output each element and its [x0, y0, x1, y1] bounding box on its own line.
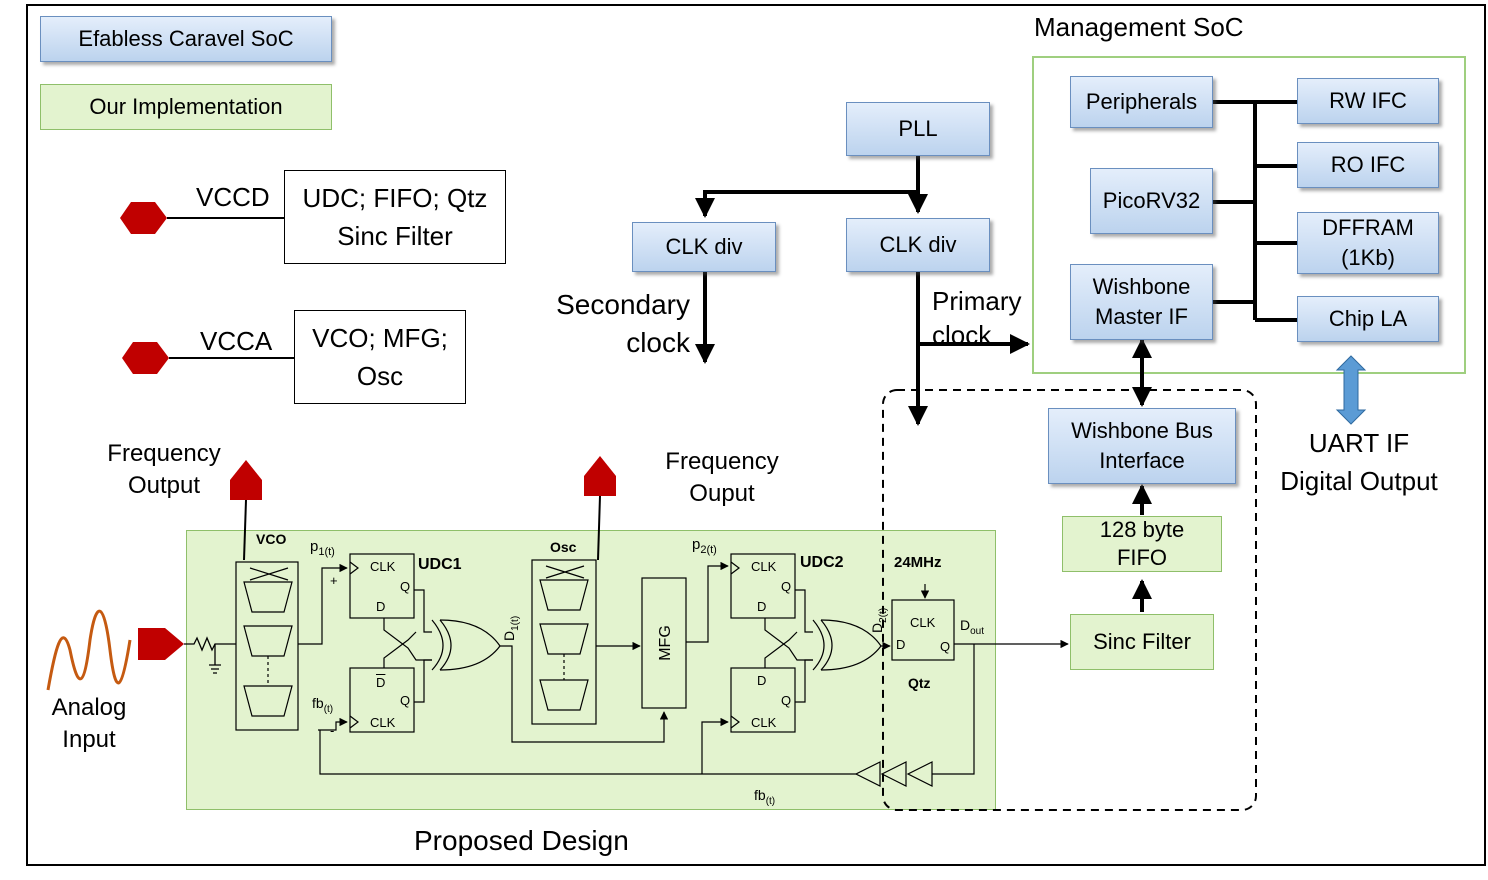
udc1-top-q: Q — [400, 579, 411, 594]
wishbone-master-block: Wishbone Master IF — [1070, 264, 1213, 340]
sinc-filter-block: Sinc Filter — [1070, 614, 1214, 670]
udc1-bot-dbar: D — [376, 675, 386, 690]
uart-label: UART IF Digital Output — [1280, 428, 1438, 496]
rw-ifc-block: RW IFC — [1297, 78, 1439, 124]
picorv32-block: PicoRV32 — [1090, 168, 1213, 234]
p1-label: p1(t) — [310, 538, 335, 558]
freq-out-pin-2 — [584, 456, 616, 496]
legend-our-implementation: Our Implementation — [40, 84, 332, 130]
frequency-output-label-1: Frequency Output — [107, 440, 221, 499]
figure-frame — [26, 4, 1486, 866]
clk-24mhz-label: 24MHz — [894, 554, 942, 571]
analog-sine — [46, 609, 132, 691]
qtz-clk: CLK — [910, 615, 936, 630]
fb-label-bottom: fb(t) — [754, 787, 776, 807]
vccd-domain-box: UDC; FIFO; Qtz Sinc Filter — [284, 170, 506, 264]
udc1-top-d: D — [376, 599, 386, 614]
udc1-label: UDC1 — [418, 556, 462, 573]
p1-plus: + — [330, 573, 338, 588]
d2-label: D2(t) — [869, 607, 889, 633]
osc-label: Osc — [550, 539, 577, 555]
uart-double-arrow — [1335, 355, 1367, 425]
clk-div-primary: CLK div — [846, 218, 990, 272]
udc1-top-clk: CLK — [370, 559, 396, 574]
fb-minus: - — [330, 723, 335, 738]
d1-label: D1(t) — [501, 615, 521, 641]
analog-input-label: Analog Input — [51, 694, 127, 753]
wishbone-bus-interface: Wishbone Bus Interface — [1048, 408, 1236, 484]
peripherals-block: Peripherals — [1070, 76, 1213, 128]
mfg-box — [641, 577, 687, 709]
p2-label: p2(t) — [692, 536, 717, 556]
management-soc-title: Management SoC — [1034, 12, 1244, 42]
dout-label: Dout — [960, 617, 985, 637]
vccd-pin — [120, 202, 167, 234]
udc2-bot-q: Q — [781, 693, 792, 708]
udc2-bot-d: D — [757, 673, 767, 688]
udc2-top-clk: CLK — [751, 559, 777, 574]
chip-la-block: Chip LA — [1297, 296, 1439, 342]
analog-input-pin — [138, 628, 184, 660]
vcca-label: VCCA — [200, 326, 273, 356]
udc1-bot-q: Q — [400, 693, 411, 708]
legend-caravel: Efabless Caravel SoC — [40, 16, 332, 62]
proposed-design-region — [186, 530, 996, 810]
freq-out-pin-1 — [230, 460, 262, 500]
qtz-q: Q — [940, 639, 951, 654]
dashed-boundary — [882, 389, 1257, 811]
frequency-output-label-2: Frequency Ouput — [665, 448, 779, 507]
qtz-d: D — [896, 637, 906, 652]
proposed-design-title: Proposed Design — [414, 825, 629, 856]
ro-ifc-block: RO IFC — [1297, 142, 1439, 188]
pll-block: PLL — [846, 102, 990, 156]
udc2-top-d: D — [757, 599, 767, 614]
clk-div-secondary: CLK div — [632, 222, 776, 272]
udc1-bot-clk: CLK — [370, 715, 396, 730]
vco-label: VCO — [256, 531, 287, 547]
vccd-label: VCCD — [196, 182, 270, 212]
qtz-label: Qtz — [908, 675, 931, 691]
fifo-block: 128 byte FIFO — [1062, 516, 1222, 572]
fb-label-udc1: fb(t) — [312, 695, 334, 715]
secondary-clock-label: Secondary clock — [556, 289, 690, 358]
udc2-bot-clk: CLK — [751, 715, 777, 730]
dffram-block: DFFRAM (1Kb) — [1297, 212, 1439, 274]
mfg-label: MFG — [656, 625, 674, 661]
udc2-label: UDC2 — [800, 554, 844, 571]
primary-clock-label: Primary clock — [932, 286, 1022, 350]
vcca-pin — [122, 342, 169, 374]
vcca-domain-box: VCO; MFG; Osc — [294, 310, 466, 404]
udc2-top-q: Q — [781, 579, 792, 594]
